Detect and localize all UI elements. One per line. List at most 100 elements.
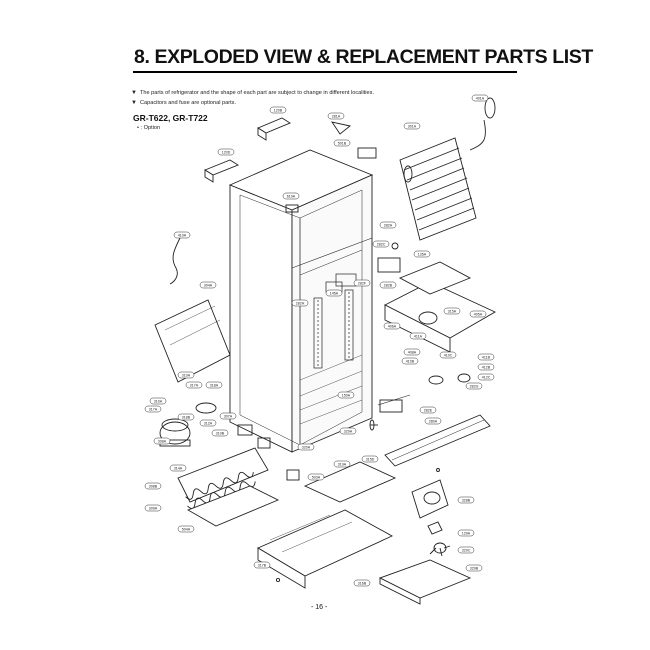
callout [424,417,442,425]
callout [325,289,343,297]
callout [457,496,475,504]
callout [403,122,421,130]
callout [469,310,487,318]
callout-label: 315A [448,310,457,314]
callout-label: 411B [482,356,491,360]
callout [477,363,495,371]
callout-label: 145A [330,292,339,296]
callout-label: 312A [204,422,213,426]
callout-label: 504A [182,528,191,532]
note-optional-parts: ▼Capacitors and fuse are optional parts. [131,100,236,106]
cabinet-body [228,149,374,453]
callout-label: 282C [377,243,386,247]
callout [361,455,379,463]
callout [465,382,483,390]
callout-label: 282B [384,284,393,288]
callout [337,391,355,399]
heater-bar [369,394,491,472]
callout [471,94,489,102]
callout-label: 304A [204,284,213,288]
callout [291,299,309,307]
callout [403,348,421,356]
callout [409,332,427,340]
callout-label: 308B [149,485,158,489]
callout [353,579,371,587]
callout [144,405,162,413]
callout [219,412,237,420]
callout [205,381,223,389]
callout-label: 329C [462,549,471,553]
top-hinge-parts [204,117,377,213]
title-underline [133,71,517,73]
callout-labels: 120B 120D 281A 501B 301A 401A 610A 282A … [149,97,491,586]
callout-label: 282H [296,302,305,306]
callout-label: 317A [149,408,158,412]
callout [379,221,397,229]
callout [217,148,235,156]
callout [177,525,195,533]
callout [211,429,229,437]
callout-label: 318A [210,384,219,388]
callout-label: 410C [444,354,453,358]
callout-label: 319A [338,463,347,467]
callout-label: 308A [158,440,167,444]
callout [177,371,195,379]
callout-label: 411A [414,335,423,339]
callout-label: 408A [408,351,417,355]
control-assembly [377,242,496,385]
callout-label: 310B [216,432,225,436]
bottom-tray [378,559,472,605]
callout-label: 150A [342,394,351,398]
page-number: - 16 - [311,604,328,611]
callout [477,373,495,381]
fan-motor-assembly [411,479,451,557]
callout [339,427,357,435]
callout [297,443,315,451]
callout [379,281,397,289]
callout [439,351,457,359]
triangle-bullet-icon: ▼ [131,90,137,96]
callout [401,357,419,365]
callout-label: 410B [406,360,415,364]
callout-label: 401A [476,97,485,101]
callout-label: 281A [332,115,341,119]
callout [177,413,195,421]
callout [413,250,431,258]
callout [253,561,271,569]
callout-label: 282G [470,385,479,389]
evaporator-coil [399,97,496,241]
callout-label: 282F [358,282,367,286]
callout-label: 280A [429,420,438,424]
callout-label: 317B [258,564,267,568]
callout-label: 410A [178,234,187,238]
callout-label: 307A [224,415,233,419]
callout [149,397,167,405]
option-legend: • : Option [137,125,161,131]
callout [185,381,203,389]
part-callouts [144,94,495,587]
callout-label: 309A [149,507,158,511]
callout [353,279,371,287]
callout-label: 310A [154,400,163,404]
callout-label: 129A [462,532,471,536]
callout [419,406,437,414]
callout-label: 329A [344,430,353,434]
callout [307,473,325,481]
callout [269,106,287,114]
callout [282,192,300,200]
callout [457,546,475,554]
callout-label: 406A [388,325,397,329]
callout [333,139,351,147]
callout [477,353,495,361]
callout-label: 405A [474,313,483,317]
note-text: The parts of refrigerator and the shape … [139,90,374,96]
note-localities: ▼The parts of refrigerator and the shape… [131,90,374,96]
callout-label: 301A [408,125,417,129]
callout [144,504,162,512]
callout-label: 320A [302,446,311,450]
callout-label: 316B [358,582,367,586]
callout-label: 329B [470,567,479,571]
callout-label: 310A [182,374,191,378]
callout [173,231,191,239]
